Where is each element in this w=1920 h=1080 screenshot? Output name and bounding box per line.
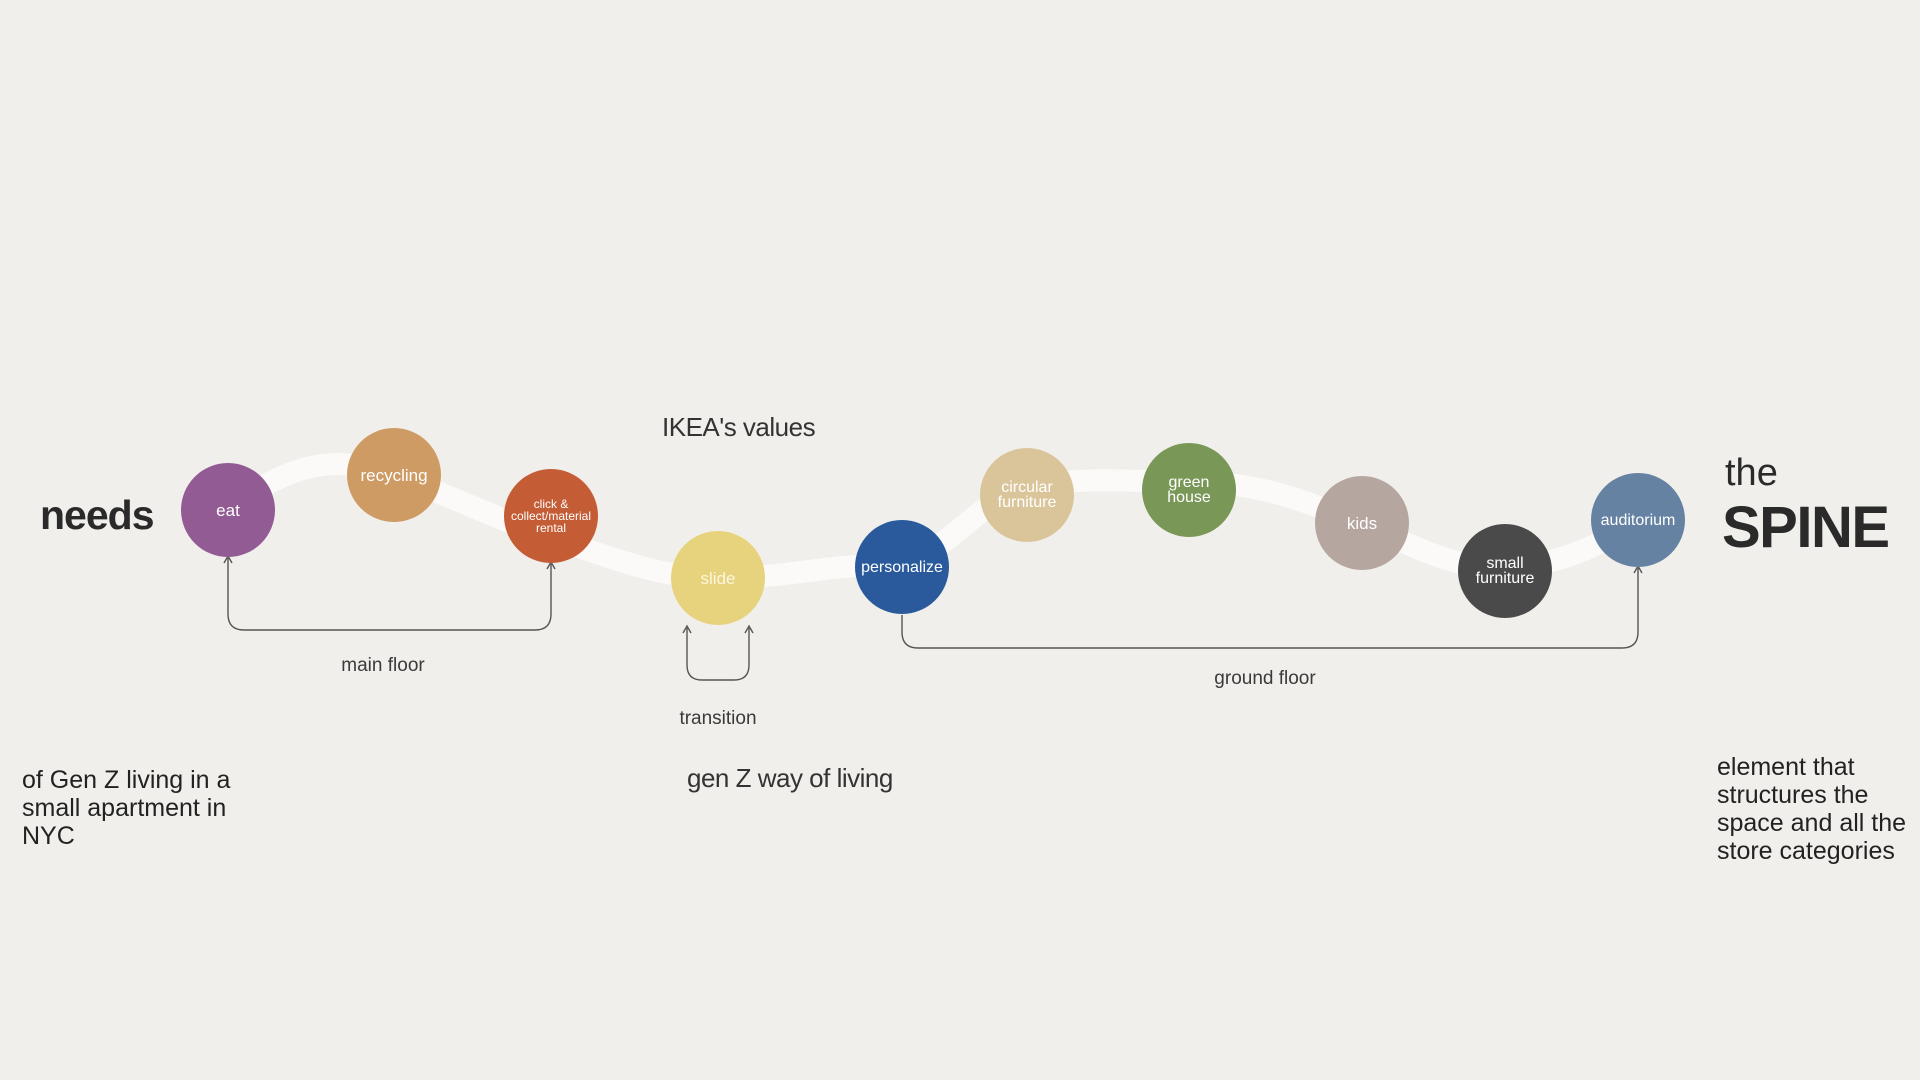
node-label: auditorium	[1600, 511, 1676, 529]
node-personalize: personalize	[855, 520, 949, 614]
node-recycling: recycling	[347, 428, 441, 522]
node-slide: slide	[671, 531, 765, 625]
node-label: slide	[700, 568, 736, 588]
ground-floor-bracket	[901, 568, 1639, 649]
transition-label: transition	[679, 708, 757, 729]
node-circular-furniture: circular furniture	[980, 448, 1074, 542]
the-label: the	[1725, 452, 1778, 494]
node-eat: eat	[181, 463, 275, 557]
needs-description: of Gen Z living in a small apartment in …	[22, 766, 231, 850]
genz-way-of-living-label: gen Z way of living	[687, 763, 893, 793]
needs-heading: needs	[40, 492, 154, 538]
transition-arrow-right	[744, 624, 754, 634]
spine-path	[217, 453, 1649, 590]
node-label: click & collect/material rental	[510, 497, 592, 535]
ground-floor-label: ground floor	[1214, 668, 1316, 689]
main-floor-label: main floor	[341, 655, 425, 676]
node-label: kids	[1346, 513, 1378, 533]
ikea-values-label: IKEA's values	[662, 412, 816, 442]
transition-bracket	[686, 628, 750, 681]
transition-arrow-left	[682, 624, 692, 634]
node-green-house: green house	[1142, 443, 1236, 537]
node-label: small furniture	[1475, 555, 1535, 587]
spine-title: SPINE	[1722, 495, 1890, 560]
node-kids: kids	[1315, 476, 1409, 570]
node-label: green house	[1167, 474, 1211, 506]
node-click-collect-material-rental: click & collect/material rental	[504, 469, 598, 563]
main-floor-bracket	[227, 558, 552, 631]
node-label: personalize	[861, 558, 943, 576]
node-label: circular furniture	[997, 479, 1057, 511]
spine-description: element that structures the space and al…	[1717, 753, 1907, 865]
node-small-furniture: small furniture	[1458, 524, 1552, 618]
node-label: eat	[216, 500, 240, 520]
node-label: recycling	[360, 465, 428, 485]
node-auditorium: auditorium	[1591, 473, 1685, 567]
